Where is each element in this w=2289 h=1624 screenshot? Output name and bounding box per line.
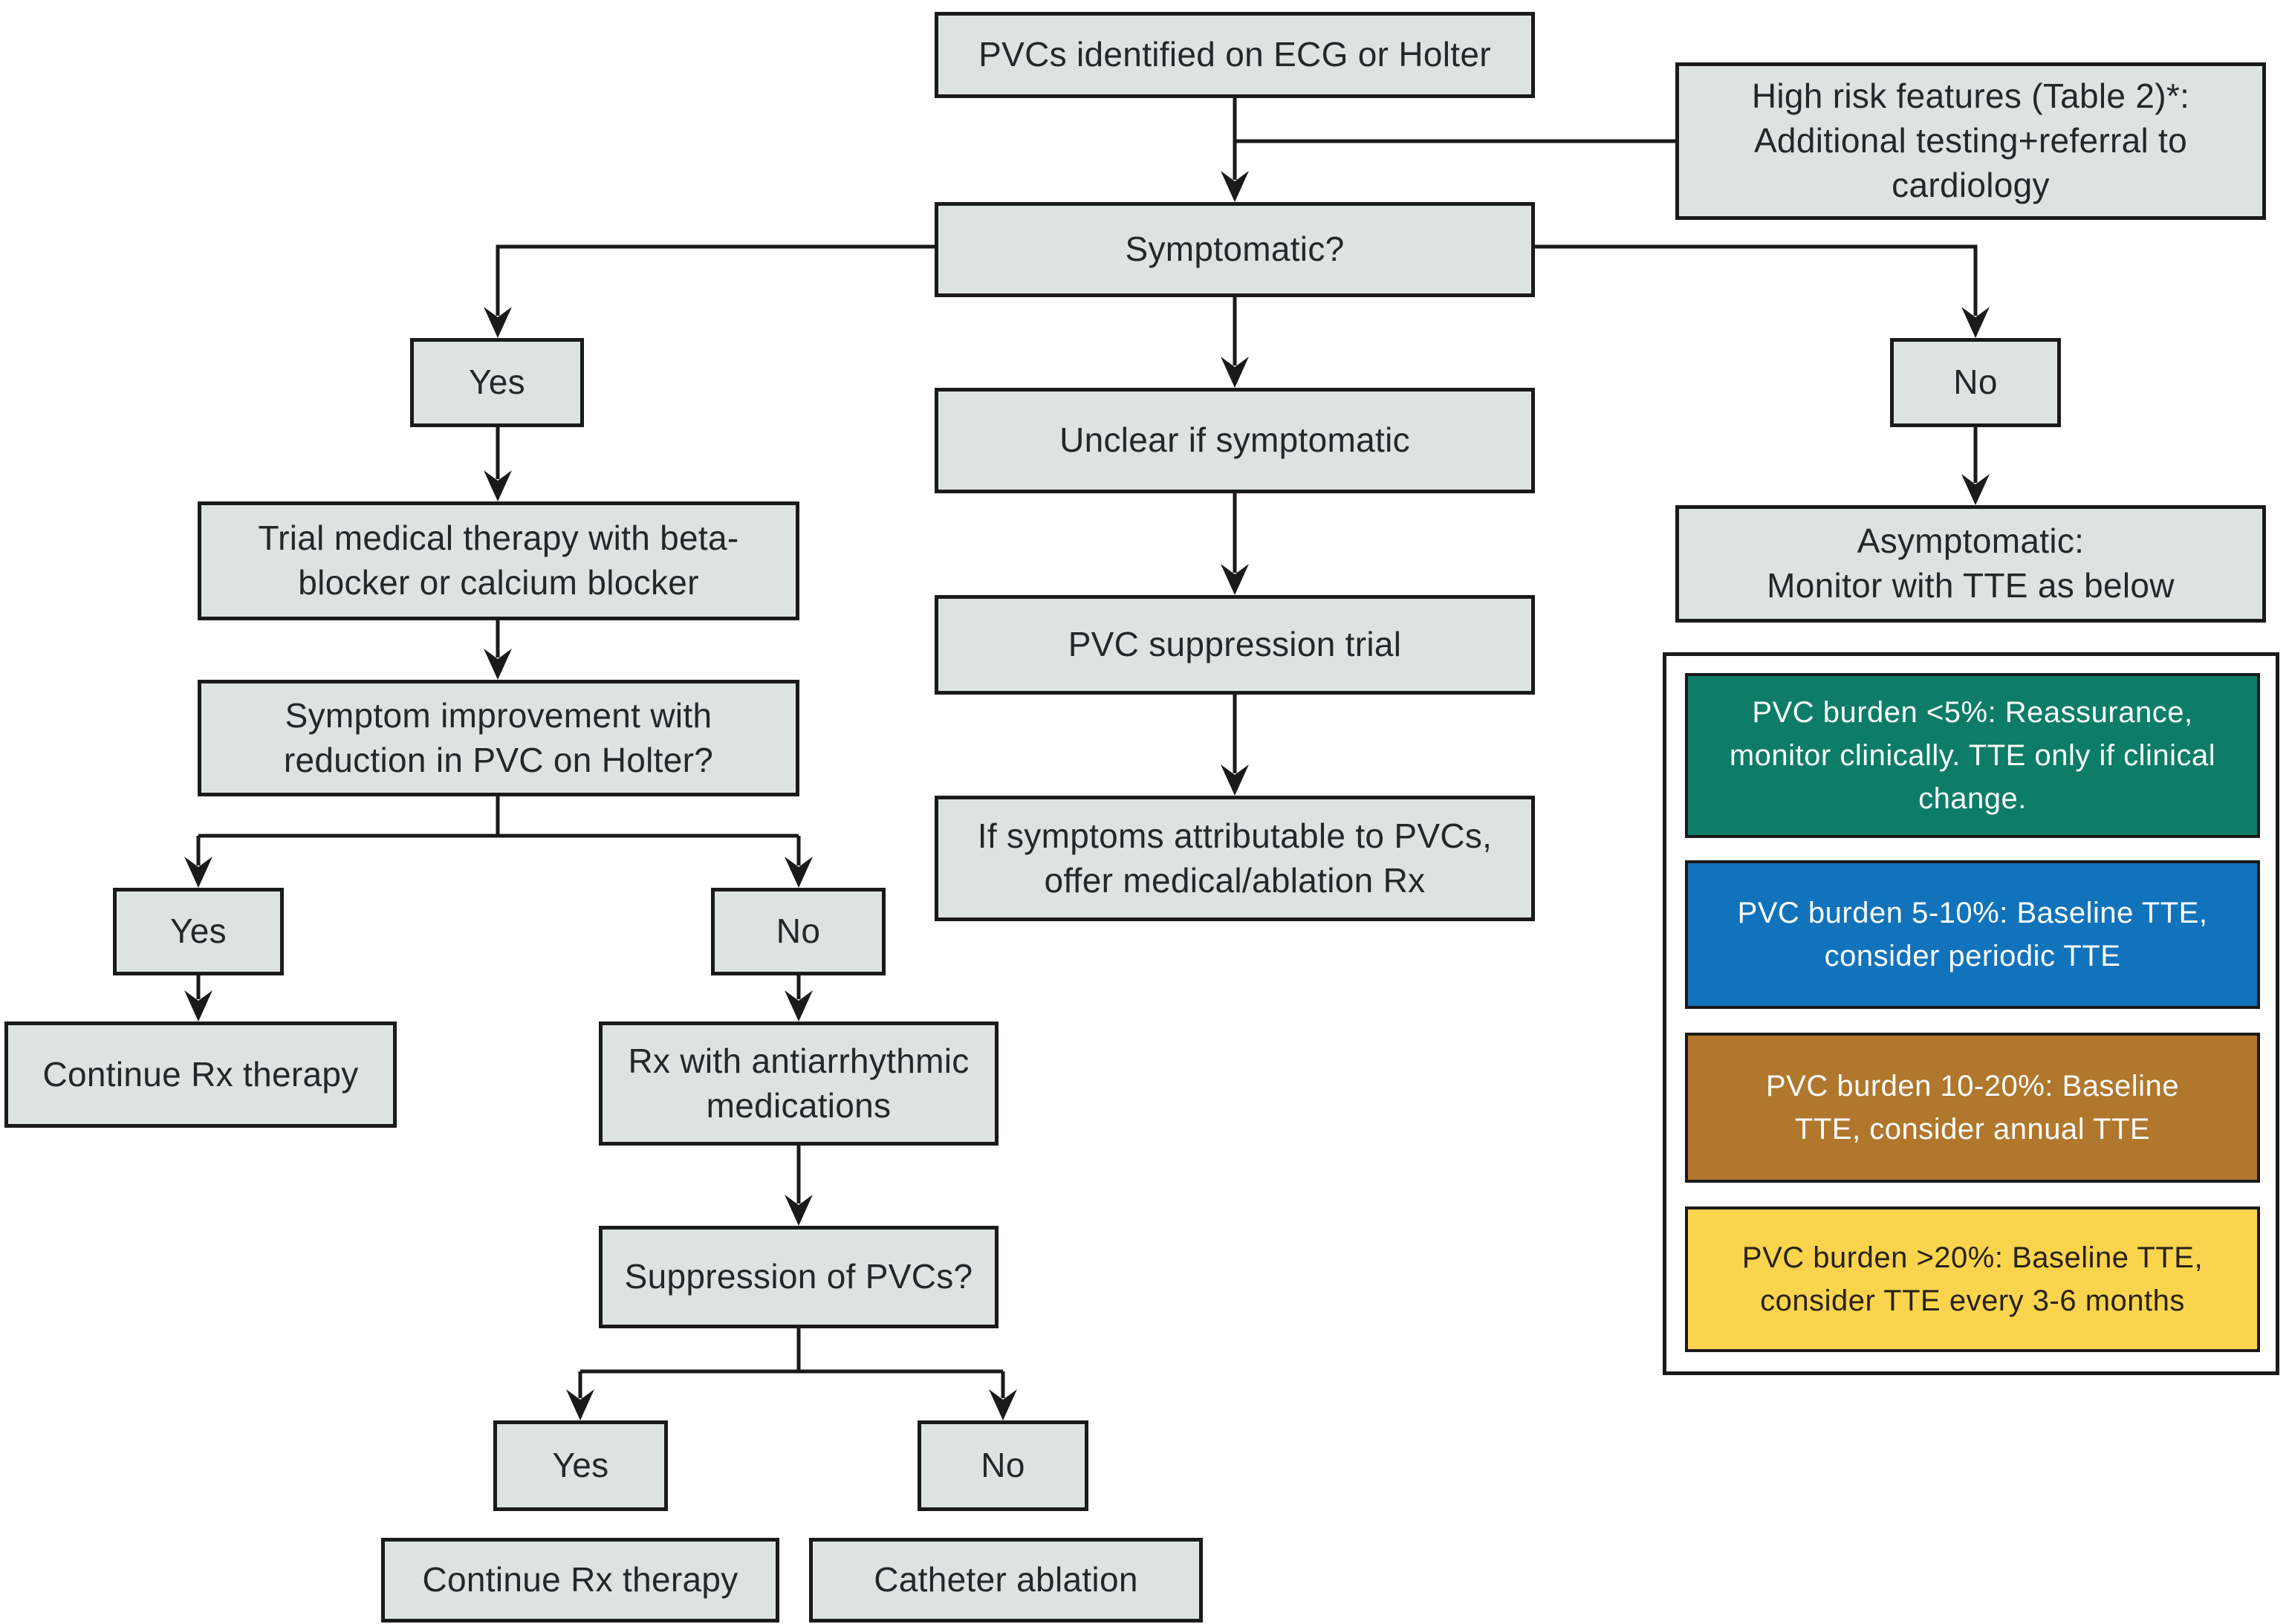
- node-symptomatic-question: Symptomatic?: [935, 202, 1535, 297]
- node-start: PVCs identified on ECG or Holter: [935, 12, 1535, 98]
- node-pvc-suppression-trial: PVC suppression trial: [935, 595, 1535, 695]
- node-asymptomatic-monitor: Asymptomatic: Monitor with TTE as below: [1675, 505, 2266, 623]
- node-improvement-yes: Yes: [113, 888, 284, 975]
- node-unclear-if-symptomatic: Unclear if symptomatic: [935, 388, 1535, 493]
- legend-pvc-burden-5-10: PVC burden 5-10%: Baseline TTE, consider…: [1685, 860, 2260, 1009]
- node-rx-antiarrhythmic: Rx with antiarrhythmic medications: [599, 1022, 999, 1146]
- node-high-risk-features: High risk features (Table 2)*: Additiona…: [1675, 62, 2266, 220]
- node-catheter-ablation: Catheter ablation: [809, 1538, 1203, 1623]
- legend-pvc-burden-over-20: PVC burden >20%: Baseline TTE, consider …: [1685, 1206, 2260, 1352]
- legend-pvc-burden-under-5: PVC burden <5%: Reassurance, monitor cli…: [1685, 673, 2260, 838]
- node-trial-medical-therapy: Trial medical therapy with beta- blocker…: [198, 501, 799, 620]
- node-if-symptoms-attributable: If symptoms attributable to PVCs, offer …: [935, 796, 1535, 921]
- legend-pvc-burden-10-20: PVC burden 10-20%: Baseline TTE, conside…: [1685, 1033, 2260, 1183]
- node-suppression-question: Suppression of PVCs?: [599, 1226, 999, 1328]
- node-improvement-no: No: [711, 888, 886, 975]
- node-suppression-yes: Yes: [493, 1420, 668, 1511]
- node-symptomatic-no: No: [1890, 338, 2061, 427]
- node-symptomatic-yes: Yes: [410, 338, 584, 427]
- node-symptom-improvement-question: Symptom improvement with reduction in PV…: [198, 680, 799, 796]
- node-suppression-no: No: [918, 1420, 1088, 1511]
- node-continue-rx-therapy-1: Continue Rx therapy: [4, 1022, 397, 1128]
- node-continue-rx-therapy-2: Continue Rx therapy: [381, 1538, 779, 1623]
